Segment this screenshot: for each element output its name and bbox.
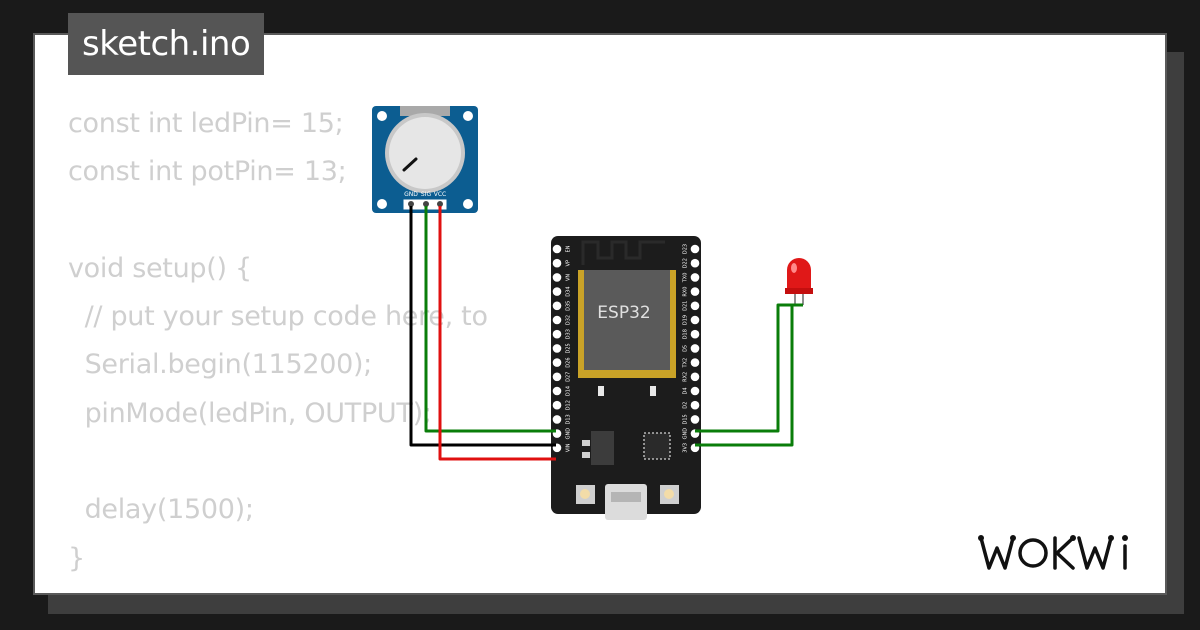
esp32-pin[interactable]	[552, 258, 562, 268]
esp32-pin[interactable]	[690, 315, 700, 325]
wire-green	[424, 206, 556, 433]
code-line: }	[68, 542, 85, 574]
esp32-pin-label: D2	[683, 402, 689, 409]
esp32-pin[interactable]	[690, 415, 700, 424]
esp32-pin-label: VIN	[566, 443, 572, 452]
esp32-pin[interactable]	[690, 273, 700, 282]
esp32-pin-label: D32	[566, 315, 572, 325]
esp32-pin-label: TX2	[683, 358, 689, 369]
esp32-pin[interactable]	[552, 344, 562, 353]
esp32-pin-label: D27	[566, 372, 572, 382]
wire-red	[438, 206, 556, 461]
esp32-pin-label: D4	[683, 387, 689, 394]
esp32-pin-label: TX0	[683, 273, 689, 284]
led[interactable]	[785, 258, 813, 305]
wokwi-logo-icon	[978, 535, 1128, 570]
pot-pin-label: GND	[404, 191, 418, 198]
code-line: void setup() {	[68, 252, 252, 284]
wire-black	[409, 206, 556, 447]
esp32-pin[interactable]	[690, 358, 700, 367]
esp32-pin[interactable]	[552, 301, 562, 311]
esp32-pin-label: RX2	[683, 372, 689, 382]
pot-pin-label: VCC	[434, 191, 446, 198]
esp32-pin-label: GND	[683, 428, 689, 440]
esp32-pin-label: RX0	[683, 287, 689, 297]
esp32-board[interactable]: ESP32 ENVPVND34D35D32D33D25D26D27D14D12D…	[551, 236, 701, 520]
esp32-pin-label: D13	[566, 414, 572, 424]
esp32-pin-label: D22	[683, 258, 689, 268]
esp32-pin[interactable]	[690, 301, 700, 311]
code-editor[interactable]: const int ledPin= 15; const int potPin= 1…	[68, 100, 488, 583]
file-tab[interactable]: sketch.ino	[68, 13, 265, 75]
esp32-pin-label: D12	[566, 400, 572, 410]
esp32-pin-label: D15	[683, 414, 689, 424]
esp32-pin-label: D5	[683, 345, 689, 352]
esp32-pin[interactable]	[690, 344, 700, 353]
esp32-pin-label: 3V3	[683, 443, 689, 453]
esp32-pin[interactable]	[690, 372, 700, 382]
esp32-pin-label: D19	[683, 315, 689, 325]
esp32-pin-label: D18	[683, 329, 689, 339]
esp32-pin-label: D21	[683, 301, 689, 311]
esp32-pin-label: D35	[566, 301, 572, 311]
esp32-chip-label: ESP32	[597, 303, 650, 323]
esp32-pin[interactable]	[690, 258, 700, 268]
esp32-pin[interactable]	[690, 386, 700, 396]
esp32-pin[interactable]	[552, 415, 562, 424]
code-line: delay(1500);	[68, 494, 254, 526]
code-line: const int ledPin= 15;	[68, 108, 344, 139]
esp32-pin-label: D14	[566, 386, 572, 396]
esp32-pin-label: EN	[566, 245, 572, 252]
code-line: Serial.begin(115200);	[68, 349, 373, 381]
esp32-pin[interactable]	[552, 372, 562, 382]
esp32-pin[interactable]	[552, 358, 562, 367]
esp32-pin[interactable]	[690, 244, 700, 254]
esp32-pin[interactable]	[552, 386, 562, 396]
esp32-pin-label: D25	[566, 343, 572, 353]
wire-green	[695, 303, 795, 433]
code-line: // put your setup code here, to	[68, 301, 488, 333]
esp32-pin-label: D26	[566, 357, 572, 367]
esp32-pin[interactable]	[552, 287, 562, 296]
esp32-pin-label: VP	[566, 260, 572, 266]
esp32-pin[interactable]	[552, 244, 562, 254]
esp32-pin[interactable]	[690, 329, 700, 339]
esp32-pin-label: D23	[683, 244, 689, 254]
esp32-pin[interactable]	[552, 400, 562, 410]
esp32-pin-label: D34	[566, 286, 572, 296]
pot-pin-label: SIG	[421, 191, 432, 198]
esp32-pin-label: GND	[566, 428, 572, 440]
esp32-pin[interactable]	[690, 287, 700, 296]
esp32-pin[interactable]	[552, 329, 562, 339]
esp32-pin-label: VN	[566, 274, 572, 281]
esp32-pin[interactable]	[552, 273, 562, 282]
esp32-pin[interactable]	[690, 400, 700, 410]
potentiometer[interactable]: GND SIG VCC	[372, 106, 478, 213]
code-line: const int potPin= 13;	[68, 156, 347, 188]
esp32-pin[interactable]	[552, 315, 562, 325]
wires	[409, 206, 803, 461]
esp32-pin-label: D33	[566, 329, 572, 339]
wire-green	[695, 303, 803, 447]
